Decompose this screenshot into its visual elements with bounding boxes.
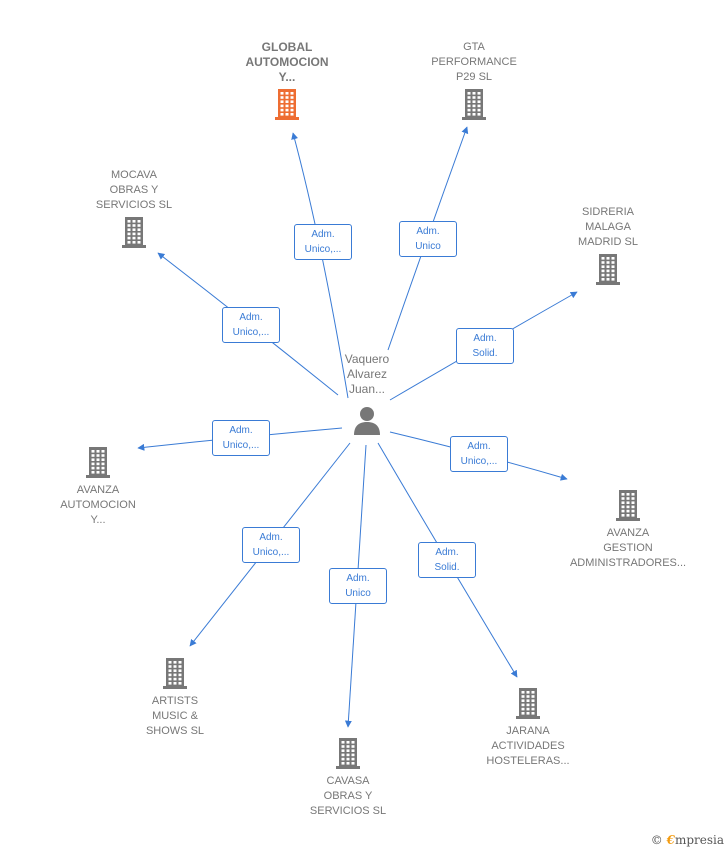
company-label: CAVASA OBRAS Y SERVICIOS SL	[309, 775, 387, 817]
company-node-avanza-gestion[interactable]: AVANZA GESTION ADMINISTRADORES...	[558, 488, 698, 571]
company-node-cavasa[interactable]: CAVASA OBRAS Y SERVICIOS SL	[278, 736, 418, 819]
building-icon	[122, 217, 146, 248]
building-icon	[163, 658, 187, 689]
building-icon	[516, 688, 540, 719]
company-node-gta[interactable]: GTA PERFORMANCE P29 SL	[404, 40, 544, 121]
building-icon	[616, 490, 640, 521]
edge-label-jarana[interactable]: Adm. Solid.	[418, 542, 476, 578]
edge-label-sidreria[interactable]: Adm. Solid.	[456, 328, 514, 364]
edge-label-gta[interactable]: Adm. Unico	[399, 221, 457, 257]
company-node-sidreria[interactable]: SIDRERIA MALAGA MADRID SL	[538, 205, 678, 286]
empresia-brand: © €mpresia	[651, 833, 724, 847]
brand-name: mpresia	[674, 833, 724, 847]
company-label: GLOBAL AUTOMOCION Y...	[245, 40, 329, 84]
company-label: ARTISTS MUSIC & SHOWS SL	[145, 695, 205, 737]
edge-label-avanza-auto[interactable]: Adm. Unico,...	[212, 420, 270, 456]
edge-label-avanza-gestion[interactable]: Adm. Unico,...	[450, 436, 508, 472]
company-label: SIDRERIA MALAGA MADRID SL	[578, 206, 638, 248]
company-label: AVANZA AUTOMOCION Y...	[60, 484, 136, 526]
company-label: AVANZA GESTION ADMINISTRADORES...	[569, 527, 687, 569]
building-icon	[596, 254, 620, 285]
copyright-symbol: ©	[650, 833, 663, 847]
edge-label-artists[interactable]: Adm. Unico,...	[242, 527, 300, 563]
company-node-artists[interactable]: ARTISTS MUSIC & SHOWS SL	[105, 656, 245, 739]
building-icon	[275, 89, 299, 120]
building-icon	[462, 89, 486, 120]
company-node-global[interactable]: GLOBAL AUTOMOCION Y...	[217, 40, 357, 121]
company-label: GTA PERFORMANCE P29 SL	[431, 41, 517, 83]
company-label: JARANA ACTIVIDADES HOSTELERAS...	[486, 725, 570, 767]
edge-label-global[interactable]: Adm. Unico,...	[294, 224, 352, 260]
center-person-node[interactable]: Vaquero Alvarez Juan...	[322, 352, 412, 439]
building-icon	[336, 738, 360, 769]
company-node-mocava[interactable]: MOCAVA OBRAS Y SERVICIOS SL	[64, 168, 204, 249]
person-icon	[354, 407, 380, 435]
company-node-avanza-auto[interactable]: AVANZA AUTOMOCION Y...	[28, 445, 168, 528]
company-node-jarana[interactable]: JARANA ACTIVIDADES HOSTELERAS...	[458, 686, 598, 769]
edge-label-cavasa[interactable]: Adm. Unico	[329, 568, 387, 604]
building-icon	[86, 447, 110, 478]
company-label: MOCAVA OBRAS Y SERVICIOS SL	[95, 169, 173, 211]
center-person-label: Vaquero Alvarez Juan...	[344, 352, 390, 396]
edge-label-mocava[interactable]: Adm. Unico,...	[222, 307, 280, 343]
brand-logo-e: €	[666, 833, 675, 847]
